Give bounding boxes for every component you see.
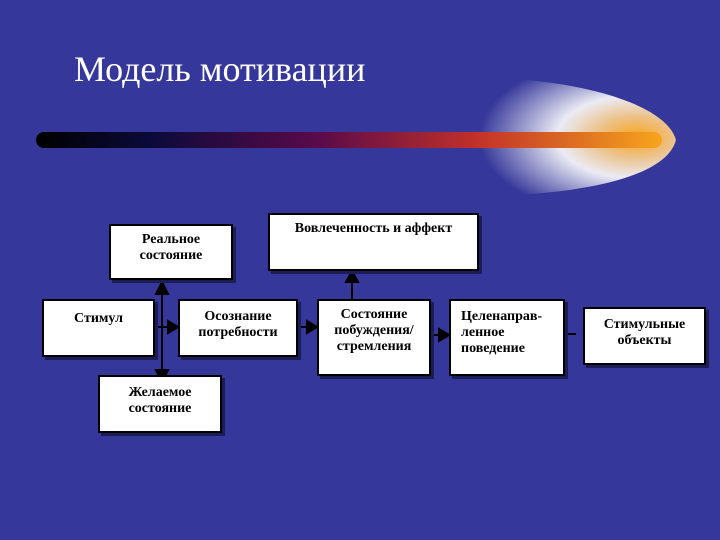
drive-state-box: Состояние побуждения/ стремления (317, 299, 431, 376)
slide-title: Модель мотивации (74, 49, 366, 89)
goal-behavior-box: Целенаправ- ленное поведение (449, 299, 565, 376)
drive-state-label: Состояние побуждения/ стремления (334, 307, 414, 354)
stimulus-objects-label: Стимульные объекты (603, 317, 686, 348)
involvement-box: Вовлеченность и аффект (268, 213, 479, 271)
desired-state-box: Желаемое состояние (98, 375, 222, 433)
involvement-label: Вовлеченность и аффект (294, 221, 453, 236)
desired-state-label: Желаемое состояние (128, 385, 192, 416)
real-state-label: Реальное состояние (139, 232, 203, 263)
stimulus-label: Стимул (74, 311, 123, 326)
real-state-box: Реальное состояние (109, 224, 233, 280)
stimulus-objects-box: Стимульные объекты (583, 307, 706, 365)
need-awareness-box: Осознание потребности (178, 299, 298, 357)
goal-behavior-label: Целенаправ- ленное поведение (461, 309, 543, 356)
stimulus-box: Стимул (42, 299, 155, 357)
need-awareness-label: Осознание потребности (198, 309, 278, 340)
